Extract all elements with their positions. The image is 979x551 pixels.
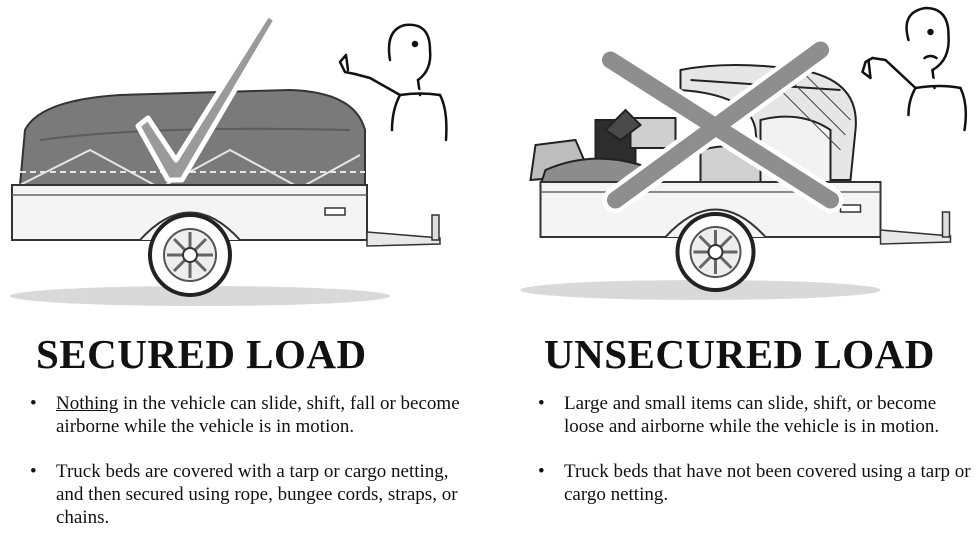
list-item: • Truck beds are covered with a tarp or … [28,460,468,529]
secured-load-bullets: • Nothing in the vehicle can slide, shif… [28,392,468,551]
unsecured-load-heading: UNSECURED LOAD [544,331,935,377]
bullet-icon: • [30,461,37,482]
bullet-icon: • [538,461,545,482]
secured-trailer-illustration [10,11,448,306]
list-item: • Large and small items can slide, shift… [536,392,976,438]
bullet-text: Truck beds are covered with a tarp or ca… [56,461,458,528]
bullet-icon: • [30,393,37,414]
x-mark-icon [597,37,844,213]
thumbs-up-icon [338,23,448,142]
thumbs-down-icon [861,6,968,132]
list-item: • Nothing in the vehicle can slide, shif… [28,392,468,438]
check-mark-icon [135,11,279,183]
unsecured-trailer-illustration [520,6,968,300]
emphasis-text: Nothing [56,393,119,414]
bullet-icon: • [538,393,545,414]
list-item: • Truck beds that have not been covered … [536,460,976,506]
unsecured-load-bullets: • Large and small items can slide, shift… [536,392,976,528]
secured-load-heading: SECURED LOAD [36,331,367,377]
bullet-text: in the vehicle can slide, shift, fall or… [56,393,460,437]
bullet-text: Truck beds that have not been covered us… [564,461,971,505]
bullet-text: Large and small items can slide, shift, … [564,393,940,437]
